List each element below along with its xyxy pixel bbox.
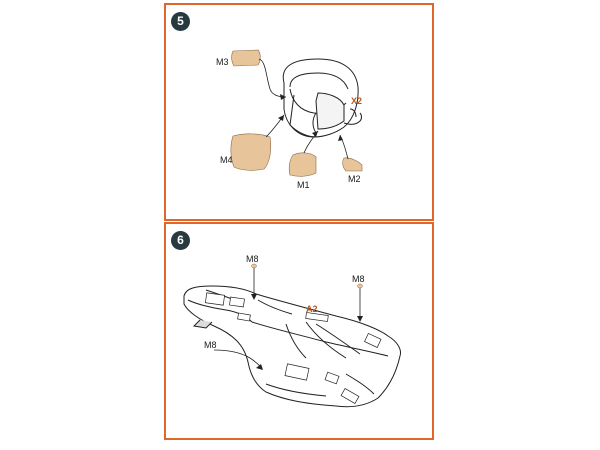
label-m4: M4 bbox=[220, 155, 233, 165]
mask-m3-shape bbox=[231, 49, 261, 67]
mask-m8-top bbox=[251, 263, 257, 269]
label-a2: A2 bbox=[306, 304, 318, 314]
label-m1: M1 bbox=[297, 180, 310, 190]
label-m8-right: M8 bbox=[352, 274, 365, 284]
step-6-diagram: M8 M8 M8 A2 bbox=[183, 254, 401, 408]
step-5-number: 5 bbox=[177, 14, 184, 28]
label-m8-top: M8 bbox=[246, 254, 259, 264]
mask-m4-shape bbox=[230, 133, 272, 171]
step-5-panel: 5 bbox=[164, 3, 434, 221]
mask-m8-right bbox=[357, 283, 363, 289]
m8-masks bbox=[251, 263, 363, 289]
mask-m2-shape bbox=[342, 157, 363, 172]
fuselage-panels bbox=[204, 292, 382, 404]
step-5-arrowheads bbox=[278, 94, 343, 141]
step-5-diagram: M3 M4 M1 M2 X2 bbox=[216, 49, 363, 190]
step-6-arrowheads bbox=[251, 294, 363, 370]
step-6-badge: 6 bbox=[171, 231, 190, 250]
label-m3: M3 bbox=[216, 57, 229, 67]
canopy-part bbox=[282, 58, 362, 138]
step-5-badge: 5 bbox=[171, 12, 190, 31]
label-x2: X2 bbox=[351, 96, 362, 106]
mask-m1-shape bbox=[288, 152, 317, 177]
step-6-panel: 6 bbox=[164, 222, 434, 440]
label-m8-left: M8 bbox=[204, 340, 217, 350]
label-m2: M2 bbox=[348, 174, 361, 184]
leader-m3 bbox=[258, 58, 287, 98]
step-6-number: 6 bbox=[177, 233, 184, 247]
